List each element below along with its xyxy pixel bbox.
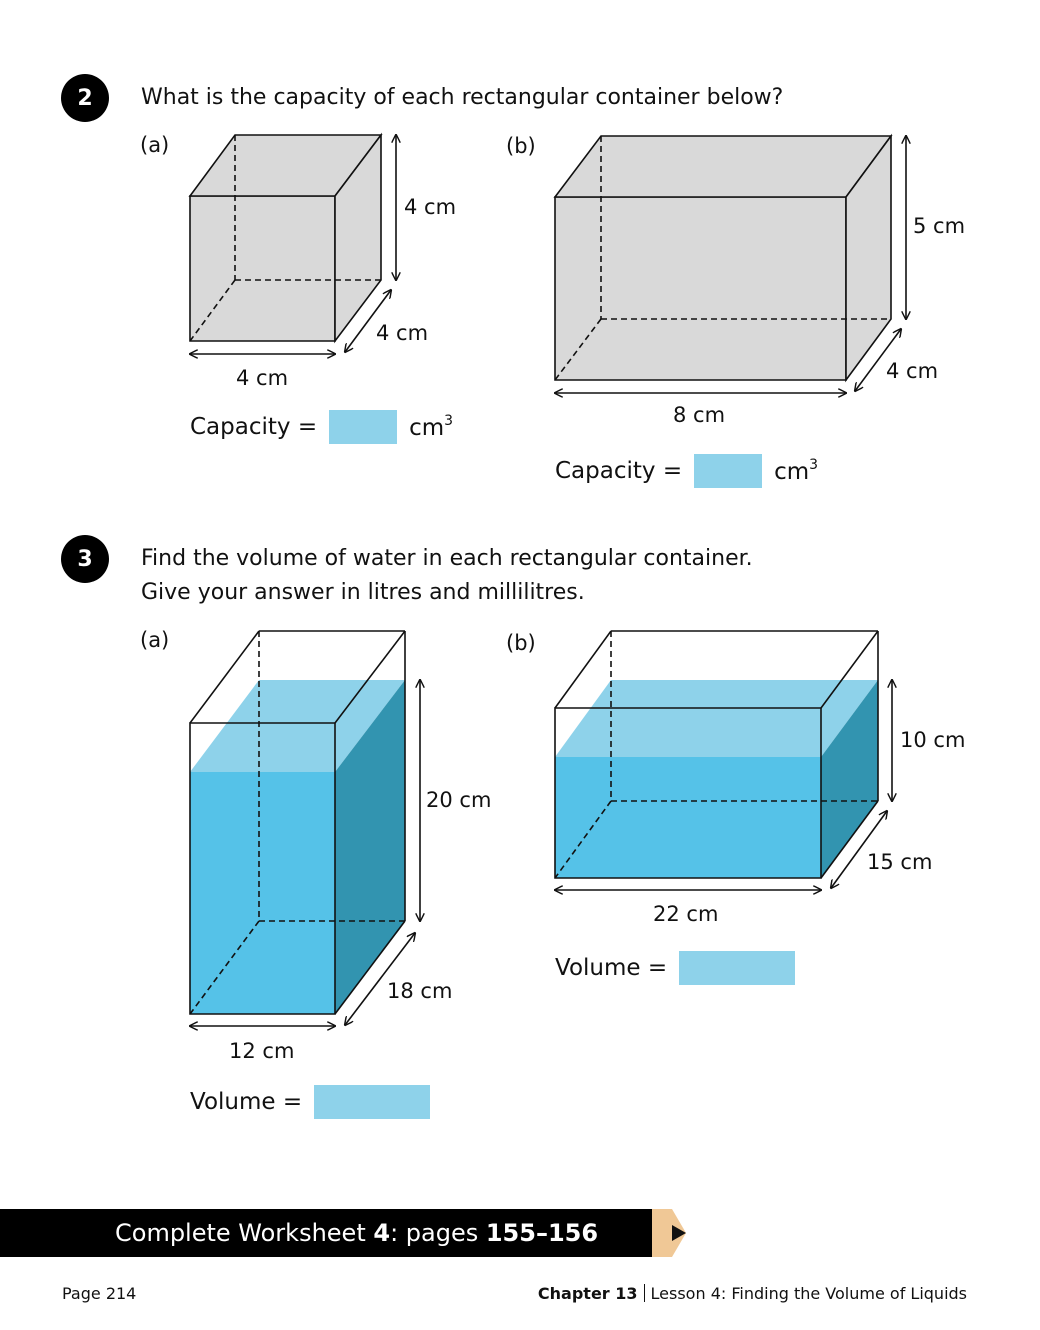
q3a-depth-label: 18 cm [387, 979, 453, 1003]
q3b-label: (b) [506, 631, 536, 655]
cube-q2a [188, 132, 383, 344]
q3b-answer-row: Volume = [555, 951, 807, 985]
q3b-answer-box[interactable] [679, 951, 796, 985]
banner-pages: 155–156 [485, 1219, 599, 1247]
banner-arrow-icon [650, 1209, 686, 1257]
dimension-arrows-q3a [190, 680, 420, 1026]
q3a-answer-label: Volume = [190, 1089, 303, 1115]
question-3-number: 3 [61, 535, 109, 583]
container-q3b [554, 630, 879, 879]
container-q3a [189, 630, 406, 1015]
page-number: Page 214 [62, 1284, 137, 1303]
q3b-answer-label: Volume = [555, 955, 668, 981]
q3b-height-label: 10 cm [900, 728, 966, 752]
q2a-answer-box[interactable] [329, 410, 398, 444]
q2b-answer-label: Capacity = [555, 458, 683, 484]
q2a-label: (a) [140, 133, 170, 157]
q2b-label: (b) [506, 134, 536, 158]
q2a-answer-label: Capacity = [190, 414, 318, 440]
lesson-title: Lesson 4: Finding the Volume of Liquids [650, 1284, 967, 1303]
q2a-answer-unit: cm3 [409, 413, 454, 441]
banner-worksheet-number: 4 [373, 1219, 391, 1247]
banner-prefix: Complete Worksheet [115, 1219, 374, 1247]
q2a-height-label: 4 cm [404, 195, 457, 219]
question-2-text: What is the capacity of each rectangular… [141, 85, 784, 110]
question-3-line2: Give your answer in litres and millilitr… [141, 580, 585, 605]
question-3-line1: Find the volume of water in each rectang… [141, 546, 753, 571]
q3b-width-label: 22 cm [653, 902, 719, 926]
q2a-width-label: 4 cm [236, 366, 289, 390]
q2a-answer-row: Capacity = cm3 [190, 410, 453, 444]
q2b-answer-row: Capacity = cm3 [555, 454, 818, 488]
q3a-height-label: 20 cm [426, 788, 492, 812]
q3a-label: (a) [140, 628, 170, 652]
cuboid-q2b [553, 133, 893, 383]
chapter-title: Chapter 13 [537, 1284, 638, 1303]
q2b-depth-label: 4 cm [886, 359, 939, 383]
footer-divider [643, 1284, 645, 1302]
q2a-depth-label: 4 cm [376, 321, 429, 345]
question-2-number: 2 [61, 74, 109, 122]
dimension-arrows-q2a [190, 135, 396, 354]
q3a-answer-row: Volume = [190, 1085, 442, 1119]
q2b-height-label: 5 cm [913, 214, 966, 238]
dimension-arrows-q2b [555, 136, 906, 393]
q2b-answer-unit: cm3 [774, 457, 819, 485]
dimension-arrows-q3b [555, 680, 892, 890]
q3b-depth-label: 15 cm [867, 850, 933, 874]
q3a-width-label: 12 cm [229, 1039, 295, 1063]
worksheet-banner[interactable]: Complete Worksheet 4: pages 155–156 [0, 1209, 652, 1257]
q2b-width-label: 8 cm [673, 403, 726, 427]
chapter-footer: Chapter 13 Lesson 4: Finding the Volume o… [538, 1284, 967, 1303]
banner-middle: : pages [390, 1219, 486, 1247]
q2b-answer-box[interactable] [694, 454, 763, 488]
q3a-answer-box[interactable] [314, 1085, 431, 1119]
